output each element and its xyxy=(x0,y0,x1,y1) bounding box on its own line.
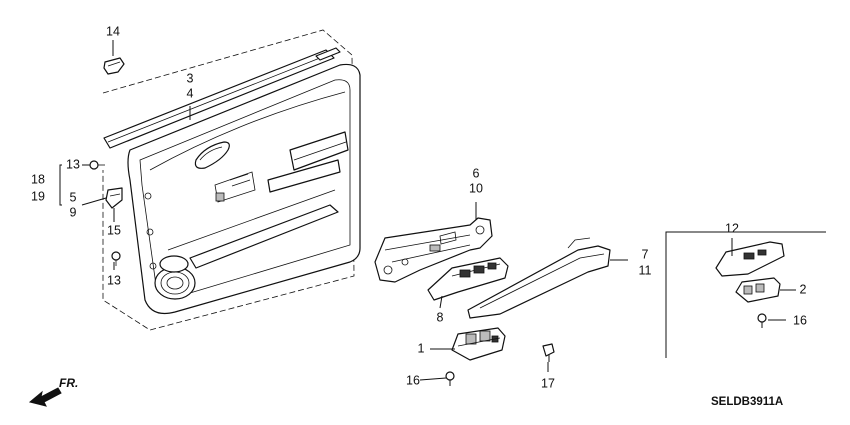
callout-18: 18 xyxy=(31,172,45,186)
callout-11: 11 xyxy=(639,263,652,277)
screw-16-right xyxy=(757,313,767,328)
screw-13-upper xyxy=(89,160,105,170)
callout-7: 7 xyxy=(642,247,649,261)
callout-1: 1 xyxy=(418,341,425,355)
leader-lines xyxy=(59,106,796,381)
door-molding xyxy=(103,47,341,149)
callout-2: 2 xyxy=(800,282,807,296)
door-lining-panel xyxy=(127,63,361,315)
callout-10: 10 xyxy=(469,181,483,195)
clip-15 xyxy=(105,187,123,209)
clip-14 xyxy=(103,40,125,75)
inset-frame xyxy=(665,231,826,358)
callout-8: 8 xyxy=(437,310,444,324)
master-switch xyxy=(451,327,506,361)
callout-14: 14 xyxy=(106,24,120,38)
front-direction-label: FR. xyxy=(59,376,78,390)
callout-15: 15 xyxy=(107,223,121,237)
callout-19: 19 xyxy=(31,189,45,203)
callout-labels: 14 3 4 18 19 13 5 9 15 13 6 10 8 7 11 1 … xyxy=(31,24,807,390)
screw-16-left xyxy=(445,371,455,386)
callout-3: 3 xyxy=(187,71,194,85)
callout-16-left: 16 xyxy=(406,373,420,387)
front-direction-arrow: FR. xyxy=(28,376,78,407)
callout-16-right: 16 xyxy=(793,313,807,327)
switch-panel-12 xyxy=(715,241,785,277)
inner-handle-bracket xyxy=(374,217,493,283)
callout-5: 5 xyxy=(70,190,77,204)
screw-17 xyxy=(542,343,555,362)
callout-4: 4 xyxy=(187,86,194,100)
callout-6: 6 xyxy=(473,166,480,180)
callout-17: 17 xyxy=(541,376,555,390)
callout-12: 12 xyxy=(725,221,739,235)
diagram-code: SELDB3911A xyxy=(711,396,783,408)
callout-9: 9 xyxy=(70,205,77,219)
callout-13-lower: 13 xyxy=(107,273,121,287)
screw-13-lower xyxy=(111,251,121,266)
door-lining-boundary xyxy=(102,29,355,331)
armrest xyxy=(467,237,611,319)
callout-13-upper: 13 xyxy=(66,157,80,171)
switch-2 xyxy=(735,277,781,303)
power-window-switch-panel xyxy=(427,257,509,301)
